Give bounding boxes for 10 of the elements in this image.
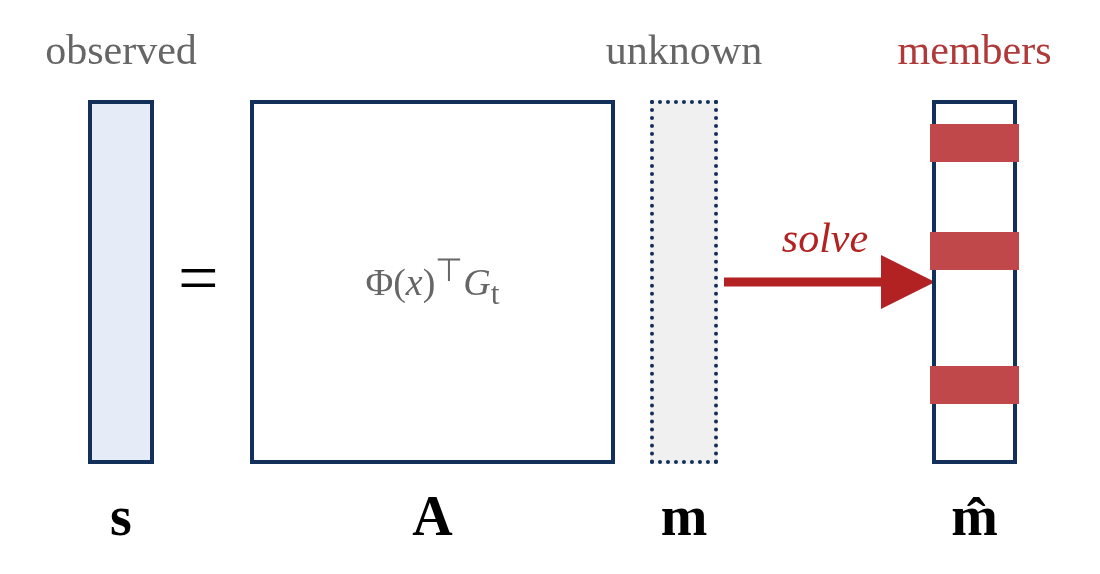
symbol-label: A: [412, 484, 453, 548]
symbol-label: m̂: [951, 484, 998, 548]
symbol-label: s: [110, 484, 132, 548]
heading: unknown: [605, 26, 763, 74]
symbol-label: m: [660, 484, 708, 548]
heading: members: [897, 26, 1052, 74]
heading: observed: [45, 26, 197, 74]
edge-label: solve: [781, 214, 869, 262]
equals-sign: =: [178, 238, 219, 318]
formula: Φ(x)$^{⊤}$G$_{t}$: [365, 252, 500, 312]
